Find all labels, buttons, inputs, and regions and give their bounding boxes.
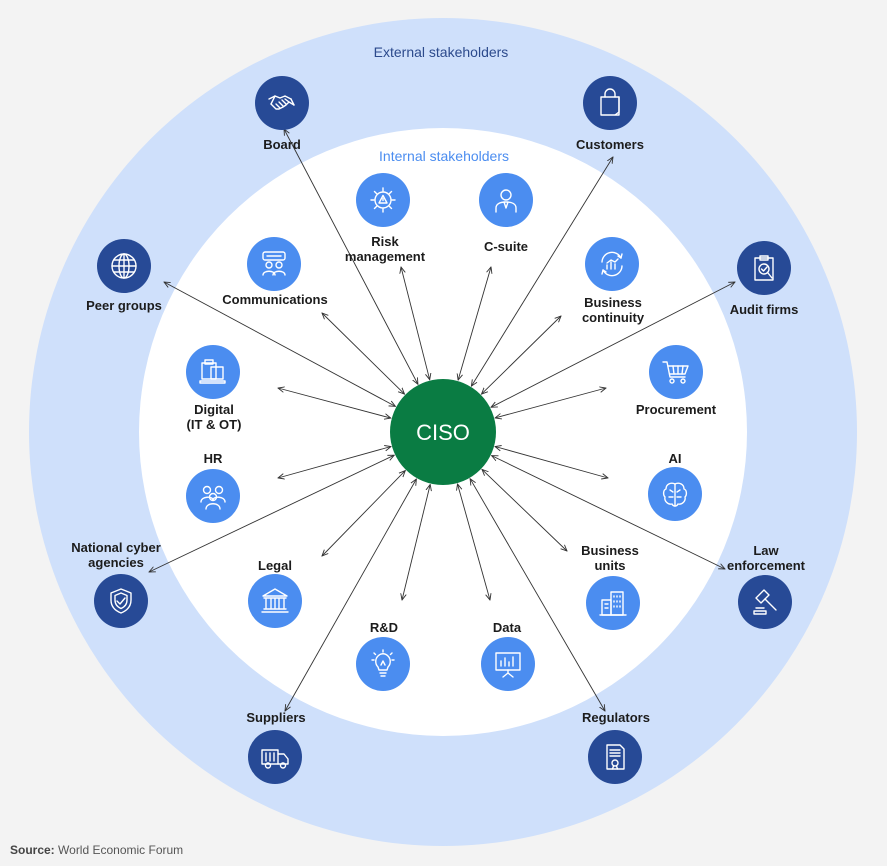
arrow-risk-management (401, 267, 430, 380)
truck-icon (261, 749, 289, 769)
gear-warning-icon (370, 187, 396, 213)
audit-clipboard-icon (754, 255, 774, 281)
node-circle-hr (186, 469, 240, 523)
ciso-label: CISO (416, 420, 470, 445)
arrow-rnd (402, 485, 430, 601)
label-data: Data (493, 620, 522, 635)
arrow-digital (278, 388, 391, 418)
node-circle-law-enforcement (738, 575, 792, 629)
gavel-icon (753, 589, 777, 615)
label-customers: Customers (576, 137, 644, 152)
connection-arrows (149, 129, 735, 711)
lightbulb-icon (371, 649, 395, 677)
source-label: Source: (10, 843, 55, 857)
external-stakeholders-title: External stakeholders (374, 44, 509, 60)
handshake-icon (268, 95, 295, 110)
label-board: Board (263, 137, 301, 152)
document-icon (606, 744, 625, 770)
external-node-suppliers: Suppliers (246, 710, 306, 784)
label-legal: Legal (258, 558, 292, 573)
courthouse-icon (261, 588, 289, 613)
arrow-business-continuity (482, 316, 562, 394)
ciso-circle (390, 379, 496, 485)
executive-icon (495, 189, 517, 213)
arrow-data (458, 484, 491, 600)
internal-node-communications: Communications (222, 237, 328, 307)
label-c-suite: C-suite (484, 239, 528, 254)
node-circle-regulators (588, 730, 642, 784)
arrow-procurement (495, 388, 606, 418)
arrow-ai (495, 447, 608, 479)
source-text: World Economic Forum (58, 843, 184, 857)
internal-node-procurement: Procurement (636, 345, 717, 417)
label-regulators: Regulators (582, 710, 650, 725)
label-hr: HR (204, 451, 223, 466)
shopping-bag-icon (600, 88, 620, 116)
shield-check-icon (110, 588, 132, 614)
cycle-chart-icon (601, 251, 623, 277)
internal-node-rnd: R&D (356, 620, 410, 691)
source-note: Source: World Economic Forum (10, 843, 183, 857)
node-circle-digital (186, 345, 240, 399)
internal-node-legal: Legal (248, 558, 302, 628)
external-node-board: Board (255, 76, 309, 152)
internal-node-hr: HR (186, 451, 240, 523)
arrow-legal (322, 471, 405, 556)
node-circle-suppliers (248, 730, 302, 784)
external-node-peer-groups: Peer groups (86, 239, 162, 313)
node-circle-customers (583, 76, 637, 130)
label-procurement: Procurement (636, 402, 717, 417)
internal-node-data: Data (481, 620, 535, 691)
node-circle-communications (247, 237, 301, 291)
node-circle-rnd (356, 637, 410, 691)
external-node-regulators: Regulators (582, 710, 650, 784)
devices-icon (199, 359, 226, 384)
node-circle-business-continuity (585, 237, 639, 291)
label-communications: Communications (222, 292, 327, 307)
cart-icon (662, 361, 689, 384)
node-circle-business-units (586, 576, 640, 630)
internal-stakeholders-title: Internal stakeholders (379, 148, 509, 164)
label-peer-groups: Peer groups (86, 298, 162, 313)
external-node-audit-firms: Audit firms (730, 241, 799, 317)
brain-icon (662, 482, 688, 507)
globe-icon (111, 253, 137, 279)
label-ai: AI (669, 451, 682, 466)
arrow-communications (322, 313, 405, 394)
chat-people-icon (262, 251, 286, 276)
presentation-chart-icon (495, 652, 521, 678)
internal-node-digital: Digital(IT & OT) (186, 345, 241, 432)
arrow-hr (278, 447, 391, 479)
node-circle-data (481, 637, 535, 691)
node-circle-national-cyber-agencies (94, 574, 148, 628)
node-circle-board (255, 76, 309, 130)
label-audit-firms: Audit firms (730, 302, 799, 317)
label-digital: Digital(IT & OT) (187, 402, 242, 432)
buildings-icon (599, 591, 627, 616)
node-circle-audit-firms (737, 241, 791, 295)
node-circle-procurement (649, 345, 703, 399)
arrow-business-units (482, 469, 567, 551)
label-rnd: R&D (370, 620, 398, 635)
external-node-customers: Customers (576, 76, 644, 152)
label-suppliers: Suppliers (246, 710, 305, 725)
internal-node-c-suite: C-suite (479, 173, 533, 254)
arrow-c-suite (458, 267, 491, 380)
internal-node-ai: AI (648, 451, 702, 521)
people-icon (200, 485, 226, 510)
